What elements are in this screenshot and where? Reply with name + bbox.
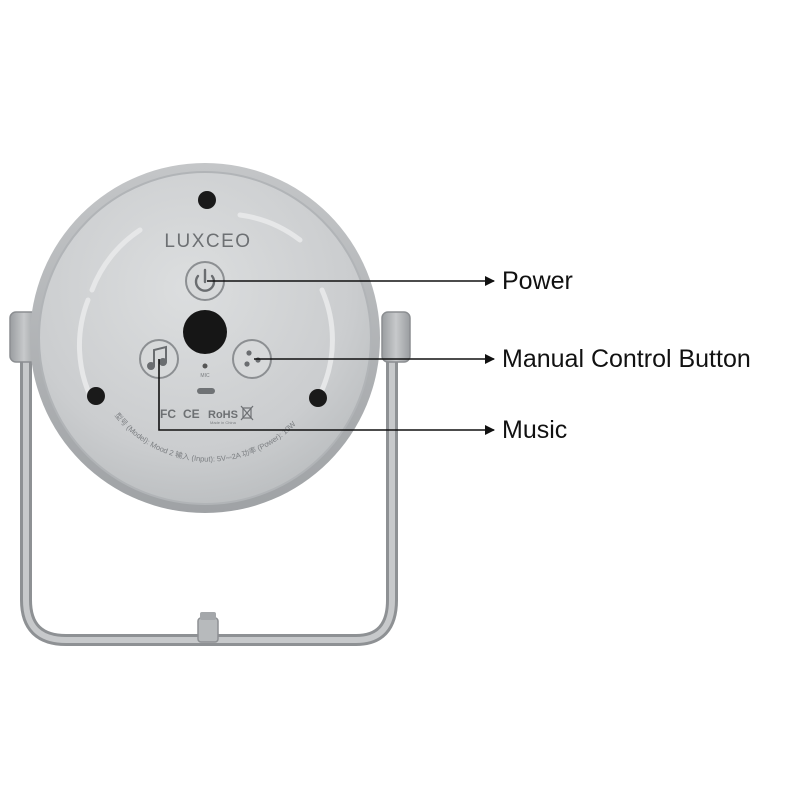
speaker-body: LUXCEO MIC [30, 163, 380, 513]
groove-arc [237, 212, 303, 243]
groove-arc [89, 227, 143, 293]
mic-sensor [183, 310, 227, 354]
screw-hole [198, 191, 216, 209]
usb-c-port [197, 388, 215, 394]
music-callout-line [158, 359, 495, 435]
music-note-icon [147, 345, 167, 370]
ce-mark: CE [183, 407, 200, 421]
power-button[interactable] [185, 261, 225, 301]
screw-hole [87, 387, 105, 405]
stand-bracket [20, 350, 398, 646]
weee-bin-icon [240, 405, 254, 421]
mic-label: MIC [200, 373, 210, 379]
power-callout-label: Power [502, 267, 573, 295]
side-knob-right [381, 311, 411, 363]
music-callout-label: Music [502, 416, 568, 444]
screw-hole [309, 389, 327, 407]
groove-arc [77, 297, 95, 403]
groove-arc [319, 287, 335, 393]
callout-lines [158, 276, 495, 435]
fcc-mark: FC [160, 407, 176, 421]
brand-logo: LUXCEO [164, 231, 251, 252]
rohs-mark: RoHS [208, 409, 238, 421]
made-in-label: Made in China [210, 420, 237, 425]
mic-hole [202, 363, 208, 369]
manual-control-callout-label: Manual Control Button [502, 345, 751, 373]
